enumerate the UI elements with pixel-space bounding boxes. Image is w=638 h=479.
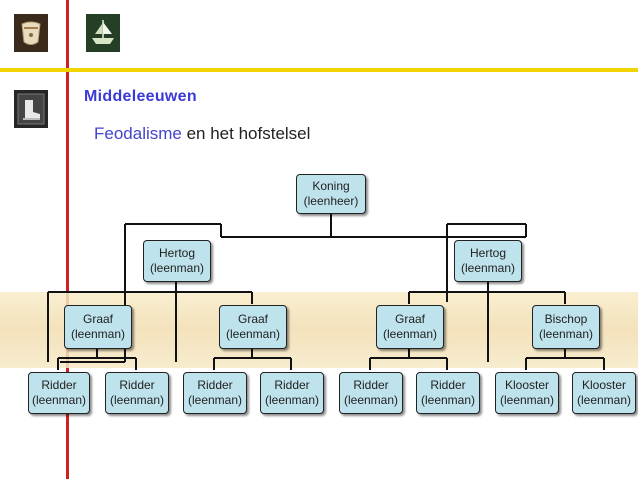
node-role: (leenheer) — [303, 194, 359, 208]
node-graaf-1: Graaf (leenman) — [64, 305, 132, 349]
yellow-horizontal-rule — [0, 68, 638, 72]
node-graaf-3: Graaf (leenman) — [376, 305, 444, 349]
node-role: (leenman) — [420, 393, 476, 407]
node-role: (leenman) — [70, 327, 126, 341]
node-title: Graaf — [237, 312, 268, 326]
node-klooster-2: Klooster (leenman) — [572, 372, 636, 414]
node-hertog-right: Hertog (leenman) — [454, 240, 522, 282]
node-title: Bischop — [544, 312, 588, 326]
page-subtitle: Feodalisme en het hofstelsel — [94, 124, 310, 144]
node-title: Graaf — [394, 312, 425, 326]
node-title: Ridder — [430, 378, 466, 392]
pottery-icon — [14, 14, 48, 52]
node-title: Ridder — [353, 378, 389, 392]
node-title: Klooster — [581, 378, 627, 392]
node-role: (leenman) — [225, 327, 281, 341]
red-vertical-rule — [66, 0, 69, 479]
node-title: Ridder — [274, 378, 310, 392]
node-role: (leenman) — [187, 393, 243, 407]
node-role: (leenman) — [264, 393, 320, 407]
node-role: (leenman) — [460, 261, 516, 275]
node-hertog-left: Hertog (leenman) — [143, 240, 211, 282]
node-role: (leenman) — [31, 393, 87, 407]
page-title: Middeleeuwen — [84, 88, 197, 105]
node-role: (leenman) — [499, 393, 555, 407]
node-ridder-2: Ridder (leenman) — [105, 372, 169, 414]
node-title: Koning — [312, 179, 350, 193]
node-ridder-6: Ridder (leenman) — [416, 372, 480, 414]
node-title: Hertog — [158, 246, 196, 260]
node-role: (leenman) — [149, 261, 205, 275]
node-title: Graaf — [82, 312, 113, 326]
node-title: Klooster — [504, 378, 550, 392]
node-koning: Koning (leenheer) — [296, 174, 366, 214]
boot-icon — [14, 90, 48, 128]
node-bischop: Bischop (leenman) — [532, 305, 600, 349]
node-role: (leenman) — [343, 393, 399, 407]
node-ridder-5: Ridder (leenman) — [339, 372, 403, 414]
node-title: Ridder — [41, 378, 77, 392]
node-title: Hertog — [469, 246, 507, 260]
ship-icon — [86, 14, 120, 52]
node-ridder-4: Ridder (leenman) — [260, 372, 324, 414]
node-ridder-1: Ridder (leenman) — [28, 372, 90, 414]
node-title: Ridder — [197, 378, 233, 392]
node-role: (leenman) — [576, 393, 632, 407]
node-graaf-2: Graaf (leenman) — [219, 305, 287, 349]
node-role: (leenman) — [382, 327, 438, 341]
node-role: (leenman) — [109, 393, 165, 407]
node-ridder-3: Ridder (leenman) — [183, 372, 247, 414]
subtitle-rest: en het hofstelsel — [181, 124, 311, 143]
node-klooster-1: Klooster (leenman) — [495, 372, 559, 414]
node-title: Ridder — [119, 378, 155, 392]
subtitle-highlight: Feodalisme — [94, 124, 182, 143]
node-role: (leenman) — [538, 327, 594, 341]
